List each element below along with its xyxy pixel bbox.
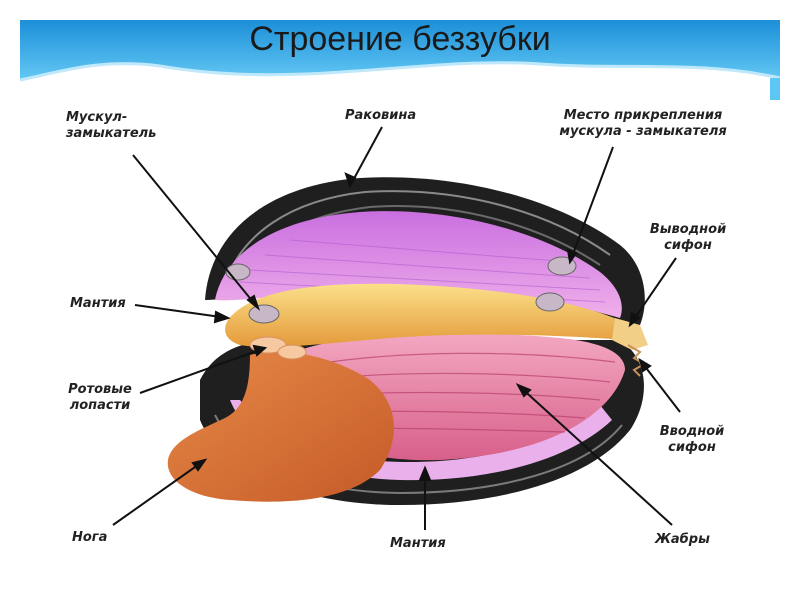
- muscle-scar-front: [248, 304, 280, 324]
- siphon-fringe: [627, 344, 646, 377]
- muscle-scar-back: [535, 292, 565, 312]
- oral-lobe-2: [277, 344, 307, 360]
- siphon: [612, 318, 648, 350]
- label-muscle-attachment: Место прикрепления мускула - замыкателя: [559, 108, 727, 139]
- label-oral-lobes: Ротовые лопасти: [68, 382, 132, 413]
- banner-highlight: [19, 61, 781, 82]
- label-shell: Раковина: [345, 108, 417, 123]
- pointer-lines: [112, 126, 681, 530]
- label-adductor-muscle: Мускул- замыкатель: [66, 110, 157, 141]
- foot: [167, 351, 394, 502]
- label-mantle-bottom: Мантия: [390, 536, 446, 551]
- title-banner: [19, 20, 781, 100]
- visceral-body: [225, 283, 630, 347]
- page-title: Строение беззубки: [249, 20, 551, 58]
- upper-shell-ridges: [224, 190, 611, 286]
- label-gills: Жабры: [655, 532, 710, 547]
- banner-right-strip: [770, 78, 780, 100]
- label-incurrent-siphon: Вводной сифон: [659, 424, 725, 455]
- label-excurrent-siphon: Выводной сифон: [649, 222, 727, 253]
- label-mantle-top: Мантия: [70, 296, 126, 311]
- label-foot: Нога: [72, 530, 108, 545]
